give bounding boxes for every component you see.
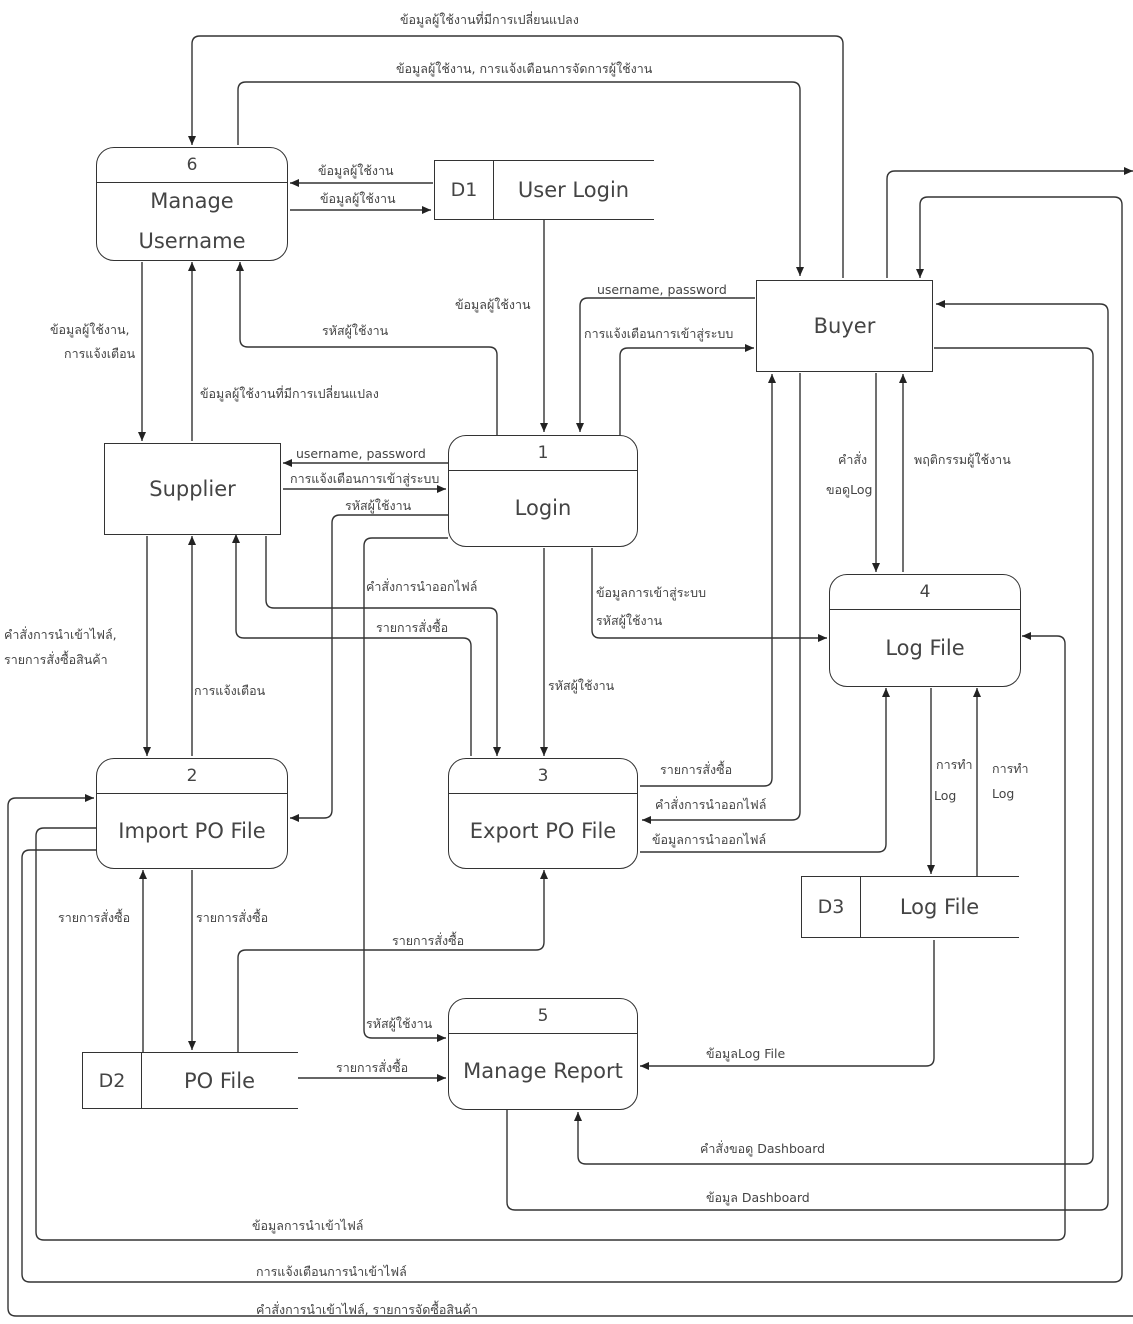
flow-p1-to-p5 xyxy=(364,538,448,1038)
flow-label: รายการสั่งซื้อ xyxy=(196,910,268,925)
flow-label: การทำ xyxy=(992,761,1029,776)
flow-supplier-to-p3 xyxy=(266,536,497,756)
datastore-id: D3 xyxy=(802,877,861,937)
process-name: Import PO File xyxy=(97,793,287,868)
flow-d3-to-p5 xyxy=(640,940,934,1066)
flow-p3-to-supplier xyxy=(236,534,471,756)
flow-label: ข้อมูลผู้ใช้งาน xyxy=(318,163,394,178)
flow-buyer-to-p2 xyxy=(887,171,1133,278)
flow-label: การแจ้งเตือน xyxy=(194,683,265,698)
process-6-manage-username[interactable]: 6 Manage Username xyxy=(96,147,288,261)
flow-label: ข้อมูล Dashboard xyxy=(706,1190,810,1205)
flow-p1-to-p6 xyxy=(240,262,497,435)
process-number: 2 xyxy=(97,759,287,794)
flow-label: คำสั่งการนำเข้าไฟล์, xyxy=(4,627,117,642)
flow-label: รหัสผู้ใช้งาน xyxy=(345,498,411,513)
flow-label: รายการสั่งซื้อ xyxy=(660,762,732,777)
flow-buyer-to-p1 xyxy=(580,298,755,432)
flow-label: คำสั่งการนำเข้าไฟล์, รายการจัดซื้อสินค้า xyxy=(256,1302,478,1317)
flow-label: Log xyxy=(934,788,956,803)
process-name: Login xyxy=(449,470,637,546)
flow-p2-to-buyer xyxy=(22,197,1122,1282)
process-number: 5 xyxy=(449,999,637,1034)
flow-label: การแจ้งเตือนการเข้าสู่ระบบ xyxy=(290,471,439,486)
flow-label: ข้อมูลการนำออกไฟล์ xyxy=(652,832,766,847)
datastore-d1-user-login[interactable]: D1 User Login xyxy=(434,160,654,220)
flow-label: คำสั่ง xyxy=(838,452,867,467)
flow-label: ข้อมูลผู้ใช้งานที่มีการเปลี่ยนแปลง xyxy=(400,12,579,27)
flow-label: การแจ้งเตือนการเข้าสู่ระบบ xyxy=(584,326,733,341)
flow-label: Log xyxy=(992,786,1014,801)
flow-p1-to-p2 xyxy=(290,515,448,818)
process-4-log-file[interactable]: 4 Log File xyxy=(829,574,1021,687)
process-number: 1 xyxy=(449,436,637,471)
flow-label: การแจ้งเตือนการนำเข้าไฟล์ xyxy=(256,1264,407,1279)
flow-p1-to-buyer xyxy=(620,348,754,435)
process-5-manage-report[interactable]: 5 Manage Report xyxy=(448,998,638,1110)
flow-label: การแจ้งเตือน xyxy=(64,346,135,361)
flow-label: username, password xyxy=(597,282,727,297)
process-name: Export PO File xyxy=(449,793,637,868)
datastore-id: D2 xyxy=(83,1053,142,1108)
flow-label: username, password xyxy=(296,446,426,461)
flow-label: การทำ xyxy=(936,757,973,772)
flow-label: ข้อมูลการนำเข้าไฟล์ xyxy=(252,1218,363,1233)
flow-label: รหัสผู้ใช้งาน xyxy=(366,1016,432,1031)
process-number: 6 xyxy=(97,148,287,183)
process-1-login[interactable]: 1 Login xyxy=(448,435,638,547)
flow-label: ข้อมูลผู้ใช้งานที่มีการเปลี่ยนแปลง xyxy=(200,386,379,401)
entity-name: Buyer xyxy=(757,281,932,371)
flow-p2-to-p4 xyxy=(36,636,1065,1240)
datastore-name: User Login xyxy=(493,161,654,219)
process-name: Manage Username xyxy=(97,182,287,260)
datastore-name: Log File xyxy=(860,877,1019,937)
flow-buyer-to-p5 xyxy=(578,348,1093,1164)
flow-label: คำสั่งการนำออกไฟล์ xyxy=(655,797,766,812)
flow-label: รายการสั่งซื้อ xyxy=(336,1060,408,1075)
flow-label: ข้อมูลผู้ใช้งาน xyxy=(455,297,531,312)
process-name: Log File xyxy=(830,609,1020,686)
process-name: Manage Report xyxy=(449,1033,637,1109)
flow-p3-to-buyer xyxy=(640,374,772,786)
flow-label: รายการสั่งซื้อ xyxy=(58,910,130,925)
flow-label: รหัสผู้ใช้งาน xyxy=(548,678,614,693)
datastore-id: D1 xyxy=(435,161,494,219)
entity-buyer[interactable]: Buyer xyxy=(756,280,933,372)
process-3-export-po-file[interactable]: 3 Export PO File xyxy=(448,758,638,869)
flow-label: รายการสั่งซื้อ xyxy=(376,620,448,635)
flow-label: ข้อมูลผู้ใช้งาน, xyxy=(50,322,130,337)
flow-label: รายการสั่งซื้อสินค้า xyxy=(4,652,108,667)
flow-label: ข้อมูลผู้ใช้งาน, การแจ้งเตือนการจัดการผู… xyxy=(396,61,652,76)
flow-label: คำสั่งการนำออกไฟล์ xyxy=(366,579,477,594)
flow-label: รายการสั่งซื้อ xyxy=(392,933,464,948)
flow-label: ข้อมูลผู้ใช้งาน xyxy=(320,191,396,206)
entity-supplier[interactable]: Supplier xyxy=(104,443,281,535)
datastore-d3-log-file[interactable]: D3 Log File xyxy=(801,876,1019,938)
datastore-name: PO File xyxy=(141,1053,298,1108)
process-number: 3 xyxy=(449,759,637,794)
flow-label: ขอดูLog xyxy=(826,482,873,497)
process-number: 4 xyxy=(830,575,1020,610)
datastore-d2-po-file[interactable]: D2 PO File xyxy=(82,1052,298,1109)
flow-label: ข้อมูลLog File xyxy=(706,1046,785,1061)
entity-name: Supplier xyxy=(105,444,280,534)
flow-label: พฤติกรรมผู้ใช้งาน xyxy=(914,452,1011,467)
process-2-import-po-file[interactable]: 2 Import PO File xyxy=(96,758,288,869)
flow-label: คำสั่งขอดู Dashboard xyxy=(700,1141,825,1156)
flow-label: รหัสผู้ใช้งาน xyxy=(596,613,662,628)
flow-label: ข้อมูลการเข้าสู่ระบบ xyxy=(596,585,706,600)
flow-label: รหัสผู้ใช้งาน xyxy=(322,323,388,338)
